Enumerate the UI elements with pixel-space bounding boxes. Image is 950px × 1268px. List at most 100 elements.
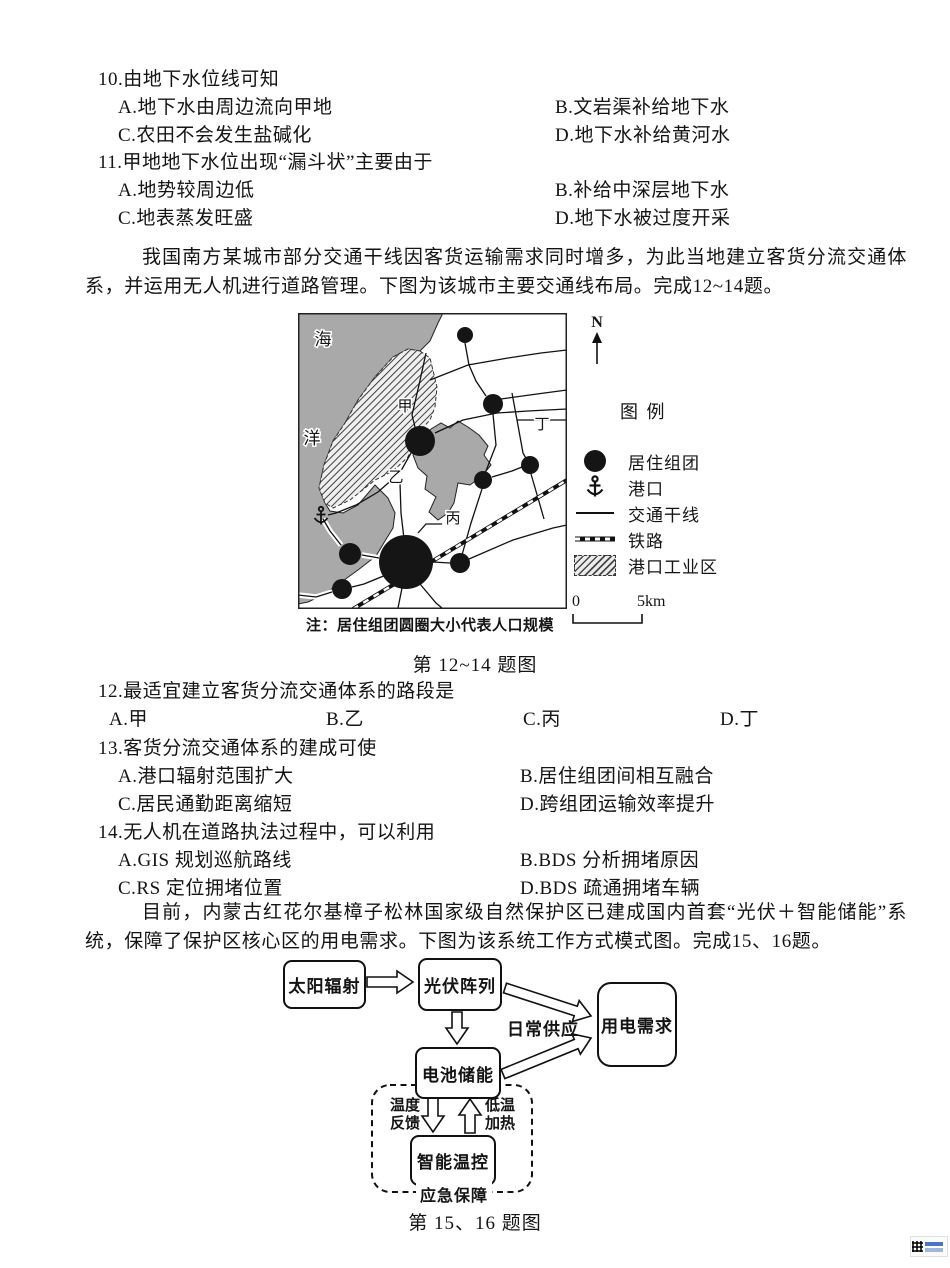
question-14: 14.无人机在道路执法过程中，可以利用 A.GIS 规划巡航路线 B.BDS 分… <box>98 819 700 903</box>
option-b: B.文岩渠补给地下水 <box>555 97 730 118</box>
question-number: 11. <box>98 152 123 173</box>
arrow-solar-to-pv <box>366 969 415 995</box>
north-label: N <box>591 314 603 331</box>
power-demand-box: 用电需求 <box>597 982 677 1067</box>
question-text: 甲地地下水位出现“漏斗状”主要由于 <box>122 152 433 173</box>
question-number: 10. <box>98 69 124 90</box>
option-a: A.GIS 规划巡航路线 <box>118 850 292 871</box>
option-a: A.港口辐射范围扩大 <box>118 766 294 787</box>
watermark-logo-icon <box>925 1241 943 1252</box>
question-11-stem: 11.甲地地下水位出现“漏斗状”主要由于 <box>98 149 730 177</box>
option-c: C.RS 定位拥堵位置 <box>118 878 283 899</box>
option-d: D.BDS 疏通拥堵车辆 <box>520 878 701 899</box>
railway-line <box>351 478 567 609</box>
residential-clusters <box>332 327 539 599</box>
option-a: A.甲 <box>109 709 148 730</box>
question-11: 11.甲地地下水位出现“漏斗状”主要由于 A.地势较周边低 B.补给中深层地下水… <box>98 149 730 233</box>
question-14-options: A.GIS 规划巡航路线 B.BDS 分析拥堵原因 C.RS 定位拥堵位置 D.… <box>118 847 700 903</box>
arrow-battery-to-thermo <box>420 1097 446 1134</box>
question-13-stem: 13.客货分流交通体系的建成可使 <box>98 735 715 763</box>
question-text: 客货分流交通体系的建成可使 <box>123 738 377 759</box>
option-d: D.地下水被过度开采 <box>555 208 731 229</box>
residential-cluster-icon <box>572 450 618 472</box>
question-10-stem: 10.由地下水位线可知 <box>98 66 730 94</box>
arrow-thermo-to-battery <box>457 1097 483 1134</box>
arrow-pv-to-demand <box>502 982 593 1023</box>
option-a: A.地势较周边低 <box>118 180 255 201</box>
port-anchor-icon <box>572 474 618 500</box>
watermark-badge <box>910 1236 948 1257</box>
arrow-pv-to-battery <box>444 1011 470 1046</box>
low-temp-heating-label: 低温加热 <box>484 1097 515 1132</box>
question-14-stem: 14.无人机在道路执法过程中，可以利用 <box>98 819 700 847</box>
question-12-options: A.甲 B.乙 C.丙 D.丁 <box>109 706 759 734</box>
option-b: B.BDS 分析拥堵原因 <box>520 850 700 871</box>
option-a: A.地下水由周边流向甲地 <box>118 97 333 118</box>
question-12: 12.最适宜建立客货分流交通体系的路段是 A.甲 B.乙 C.丙 D.丁 <box>98 678 759 734</box>
railway-icon <box>572 535 618 543</box>
question-text: 最适宜建立客货分流交通体系的路段是 <box>123 681 455 702</box>
legend-title: 图 例 <box>620 402 667 422</box>
sea-label-bottom: 洋 <box>304 429 321 448</box>
north-arrow: N <box>586 314 608 369</box>
port-industrial-zone-icon <box>572 554 618 576</box>
legend-item-residential: 居住组团 <box>572 448 742 474</box>
road-label-bing: 丙 <box>445 511 460 527</box>
map-figure: 海 洋 甲 乙 丙 丁 N 图 例 居住组团 <box>0 308 950 682</box>
passage-photovoltaic: 目前，内蒙古红花尔基樟子松林国家级自然保护区已建成国内首套“光伏＋智能储能”系统… <box>85 902 907 952</box>
map-legend: 图 例 居住组团 港口 交通干线 <box>572 398 742 577</box>
question-10-options: A.地下水由周边流向甲地 B.文岩渠补给地下水 C.农田不会发生盐碱化 D.地下… <box>118 94 730 150</box>
figure1-caption: 第 12~14 题图 <box>412 655 538 676</box>
road-label-ding: 丁 <box>534 417 549 433</box>
question-number: 12. <box>98 681 124 702</box>
map-note: 注：居住组团圆圈大小代表人口规模 <box>306 617 555 634</box>
port-anchor-icon <box>313 505 329 525</box>
legend-item-trunk: 交通干线 <box>572 500 742 526</box>
legend-item-port: 港口 <box>572 474 742 500</box>
sea-label-top: 海 <box>315 330 332 349</box>
north-arrow-icon <box>592 332 602 364</box>
daily-supply-label: 日常供应 <box>507 1020 579 1039</box>
legend-item-railway: 铁路 <box>572 526 742 552</box>
question-text: 由地下水位线可知 <box>123 69 280 90</box>
flowchart-figure: 太阳辐射 光伏阵列 用电需求 电池储能 智能温控 日常供应 温度反馈 低温加热 … <box>0 952 950 1242</box>
scale-bracket <box>572 614 643 624</box>
option-d: D.地下水补给黄河水 <box>555 125 731 146</box>
arrow-battery-to-demand <box>500 1032 593 1080</box>
legend-item-industrial: 港口工业区 <box>572 552 742 578</box>
figure2-caption: 第 15、16 题图 <box>408 1213 542 1234</box>
port-industrial-zone <box>318 348 438 509</box>
city-transport-map: 海 洋 甲 乙 丙 丁 <box>298 313 567 609</box>
scale-five-km: 5km <box>637 593 666 610</box>
option-c: C.农田不会发生盐碱化 <box>118 125 312 146</box>
road-label-yi: 乙 <box>388 470 403 486</box>
question-number: 13. <box>98 738 124 759</box>
question-10: 10.由地下水位线可知 A.地下水由周边流向甲地 B.文岩渠补给地下水 C.农田… <box>98 66 730 150</box>
passage-transport: 我国南方某城市部分交通干线因客货运输需求同时增多，为此当地建立客货分流交通体系，… <box>85 247 907 297</box>
battery-storage-box: 电池储能 <box>415 1047 501 1099</box>
question-13: 13.客货分流交通体系的建成可使 A.港口辐射范围扩大 B.居住组团间相互融合 … <box>98 735 715 819</box>
flowchart-arrows <box>366 969 593 1193</box>
option-d: D.丁 <box>720 709 759 730</box>
temp-feedback-label: 温度反馈 <box>389 1097 420 1132</box>
legend-items: 居住组团 港口 交通干线 <box>572 448 742 578</box>
qr-code-icon <box>912 1241 923 1252</box>
question-number: 14. <box>98 822 124 843</box>
smart-thermo-box: 智能温控 <box>410 1135 496 1186</box>
pv-array-box: 光伏阵列 <box>418 958 502 1011</box>
scale-zero: 0 <box>572 593 580 610</box>
solar-radiation-box: 太阳辐射 <box>283 960 366 1009</box>
option-d: D.跨组团运输效率提升 <box>520 794 715 815</box>
option-b: B.补给中深层地下水 <box>555 180 730 201</box>
emergency-support-label: 应急保障 <box>416 1182 493 1206</box>
question-12-stem: 12.最适宜建立客货分流交通体系的路段是 <box>98 678 759 706</box>
question-13-options: A.港口辐射范围扩大 B.居住组团间相互融合 C.居民通勤距离缩短 D.跨组团运… <box>118 763 715 819</box>
option-b: B.居住组团间相互融合 <box>520 766 714 787</box>
trunk-line-icon <box>572 511 618 515</box>
option-b: B.乙 <box>326 709 364 730</box>
option-c: C.丙 <box>523 709 561 730</box>
option-c: C.居民通勤距离缩短 <box>118 794 293 815</box>
road-label-jia: 甲 <box>397 399 412 415</box>
option-c: C.地表蒸发旺盛 <box>118 208 254 229</box>
question-text: 无人机在道路执法过程中，可以利用 <box>123 822 436 843</box>
